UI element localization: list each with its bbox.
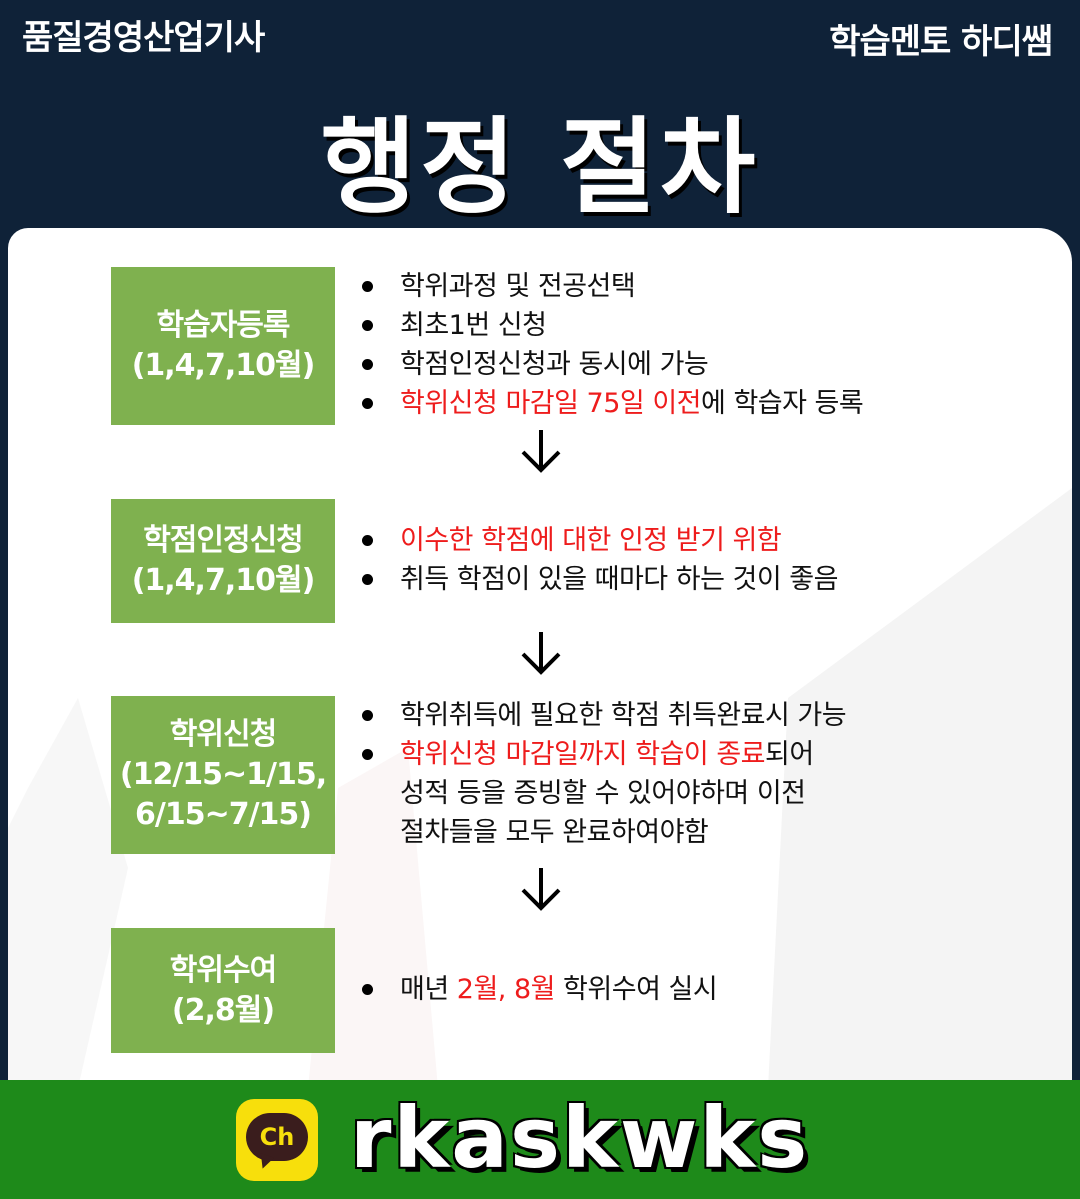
step-box-degree-application: 학위신청 (12/15~1/15, 6/15~7/15) <box>111 696 335 854</box>
list-item: 절차들을 모두 완료하여야함 <box>400 817 709 848</box>
step-period: 6/15~7/15) <box>134 797 312 832</box>
list-item: 학위취득에 필요한 학점 취득완료시 가능 <box>358 696 847 735</box>
list-item: 성적 등을 증빙할 수 있어야하며 이전 <box>400 778 806 809</box>
step-period: (2,8월) <box>171 992 275 1028</box>
kakao-channel-icon[interactable]: Ch <box>236 1099 318 1181</box>
header: 품질경영산업기사 학습멘토 하디쌤 행정 절차 <box>0 0 1080 260</box>
page-title: 행정 절차 <box>320 106 760 228</box>
step-name: 학점인정신청 <box>143 523 304 558</box>
list-item: 학위신청 마감일까지 학습이 종료되어 <box>358 735 846 774</box>
step-period: (1,4,7,10월) <box>131 348 316 383</box>
footer-banner: Ch rkaskwks <box>0 1080 1080 1199</box>
step-name: 학습자등록 <box>156 308 291 343</box>
step-period: (12/15~1/15, <box>119 757 327 792</box>
list-item: 학점인정신청과 동시에 가능 <box>358 345 863 384</box>
down-arrow-icon <box>521 868 561 911</box>
step-box-degree-conferral: 학위수여 (2,8월) <box>111 928 335 1053</box>
list-item: 최초1번 신청 <box>358 306 863 345</box>
step-box-credit-recognition: 학점인정신청 (1,4,7,10월) <box>111 499 335 623</box>
highlight-text: 이수한 학점에 대한 인정 받기 위함 <box>400 525 782 556</box>
step-details-credit-recognition: 이수한 학점에 대한 인정 받기 위함 취득 학점이 있을 때마다 하는 것이 … <box>358 521 838 599</box>
step-name: 학위수여 <box>169 952 277 988</box>
kakao-logo-bubble: Ch <box>246 1113 308 1161</box>
step-details-degree-conferral: 매년 2월, 8월 학위수여 실시 <box>358 970 718 1009</box>
subject-label: 품질경영산업기사 <box>22 18 265 58</box>
list-item: 이수한 학점에 대한 인정 받기 위함 <box>358 521 838 560</box>
highlight-text: 학위신청 마감일 75일 이전 <box>400 388 702 419</box>
step-box-learner-registration: 학습자등록 (1,4,7,10월) <box>111 267 335 425</box>
list-item: 매년 2월, 8월 학위수여 실시 <box>358 970 718 1009</box>
background-tree-decoration <box>8 488 1072 1088</box>
down-arrow-icon <box>521 430 561 473</box>
list-item: 학위과정 및 전공선택 <box>358 267 863 306</box>
highlight-text: 학위신청 마감일까지 학습이 종료 <box>400 739 766 770</box>
mentor-label: 학습멘토 하디쌤 <box>829 22 1053 62</box>
highlight-text: 2월, 8월 <box>456 974 556 1005</box>
step-details-degree-application: 학위취득에 필요한 학점 취득완료시 가능 학위신청 마감일까지 학습이 종료되… <box>358 696 847 852</box>
list-item: 취득 학점이 있을 때마다 하는 것이 좋음 <box>358 560 838 599</box>
step-details-learner-registration: 학위과정 및 전공선택 최초1번 신청 학점인정신청과 동시에 가능 학위신청 … <box>358 267 864 423</box>
step-name: 학위신청 <box>169 717 277 752</box>
step-period: (1,4,7,10월) <box>131 563 316 598</box>
channel-id-text[interactable]: rkaskwks <box>350 1089 810 1187</box>
list-item: 학위신청 마감일 75일 이전에 학습자 등록 <box>358 384 864 423</box>
down-arrow-icon <box>521 632 561 675</box>
